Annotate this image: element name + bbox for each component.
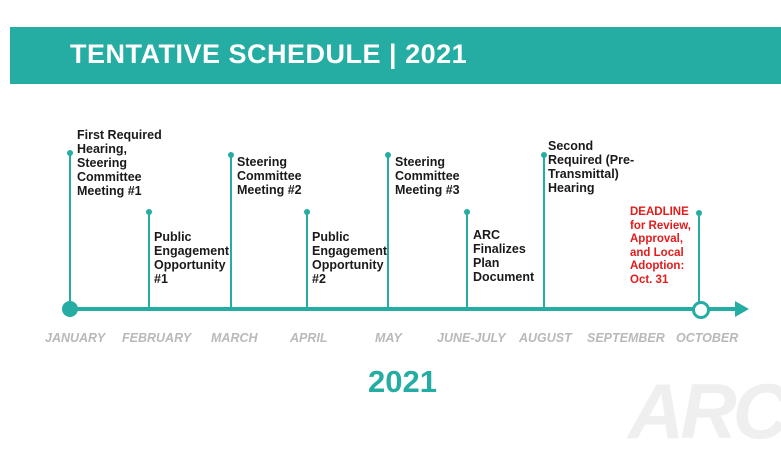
timeline-axis [70,307,738,311]
deadline-label: DEADLINE for Review, Approval, and Local… [630,206,691,286]
event-label-2: Public Engagement Opportunity #1 [154,230,230,286]
timeline-start-marker [62,301,78,317]
event-stem-7 [543,155,545,307]
timeline-arrow-icon [735,301,749,317]
month-label-august: AUGUST [519,331,572,345]
event-dot-8 [696,210,702,216]
event-stem-5 [387,155,389,307]
event-label-6: ARC Finalizes Plan Document [473,228,535,284]
event-stem-8 [698,213,700,302]
month-label-october: OCTOBER [676,331,739,345]
page-title: TENTATIVE SCHEDULE | 2021 [70,39,468,69]
month-label-january: JANUARY [45,331,106,345]
event-dot-5 [385,152,391,158]
month-label-april: APRIL [290,331,328,345]
event-stem-4 [306,212,308,307]
timeline-end-marker [692,301,710,319]
month-label-march: MARCH [211,331,258,345]
month-label-february: FEBRUARY [122,331,192,345]
event-label-1: First Required Hearing, Steering Committ… [77,128,162,198]
event-stem-6 [466,212,468,307]
title-banner: TENTATIVE SCHEDULE | 2021 [10,27,781,84]
event-stem-1 [69,152,71,307]
event-dot-7 [541,152,547,158]
month-label-june-july: JUNE-JULY [437,331,506,345]
month-label-may: MAY [375,331,402,345]
event-dot-3 [228,152,234,158]
event-label-3: Steering Committee Meeting #2 [237,155,302,197]
event-label-4: Public Engagement Opportunity #2 [312,230,388,286]
year-label: 2021 [368,364,437,399]
event-dot-4 [304,209,310,215]
event-stem-3 [230,155,232,307]
event-dot-1 [67,150,73,156]
month-label-september: SEPTEMBER [587,331,665,345]
event-label-5: Steering Committee Meeting #3 [395,155,460,197]
event-dot-6 [464,209,470,215]
event-dot-2 [146,209,152,215]
event-stem-2 [148,212,150,307]
event-label-7: Second Required (Pre-Transmittal) Hearin… [548,139,635,195]
arc-logo-watermark: ARC [628,367,781,455]
